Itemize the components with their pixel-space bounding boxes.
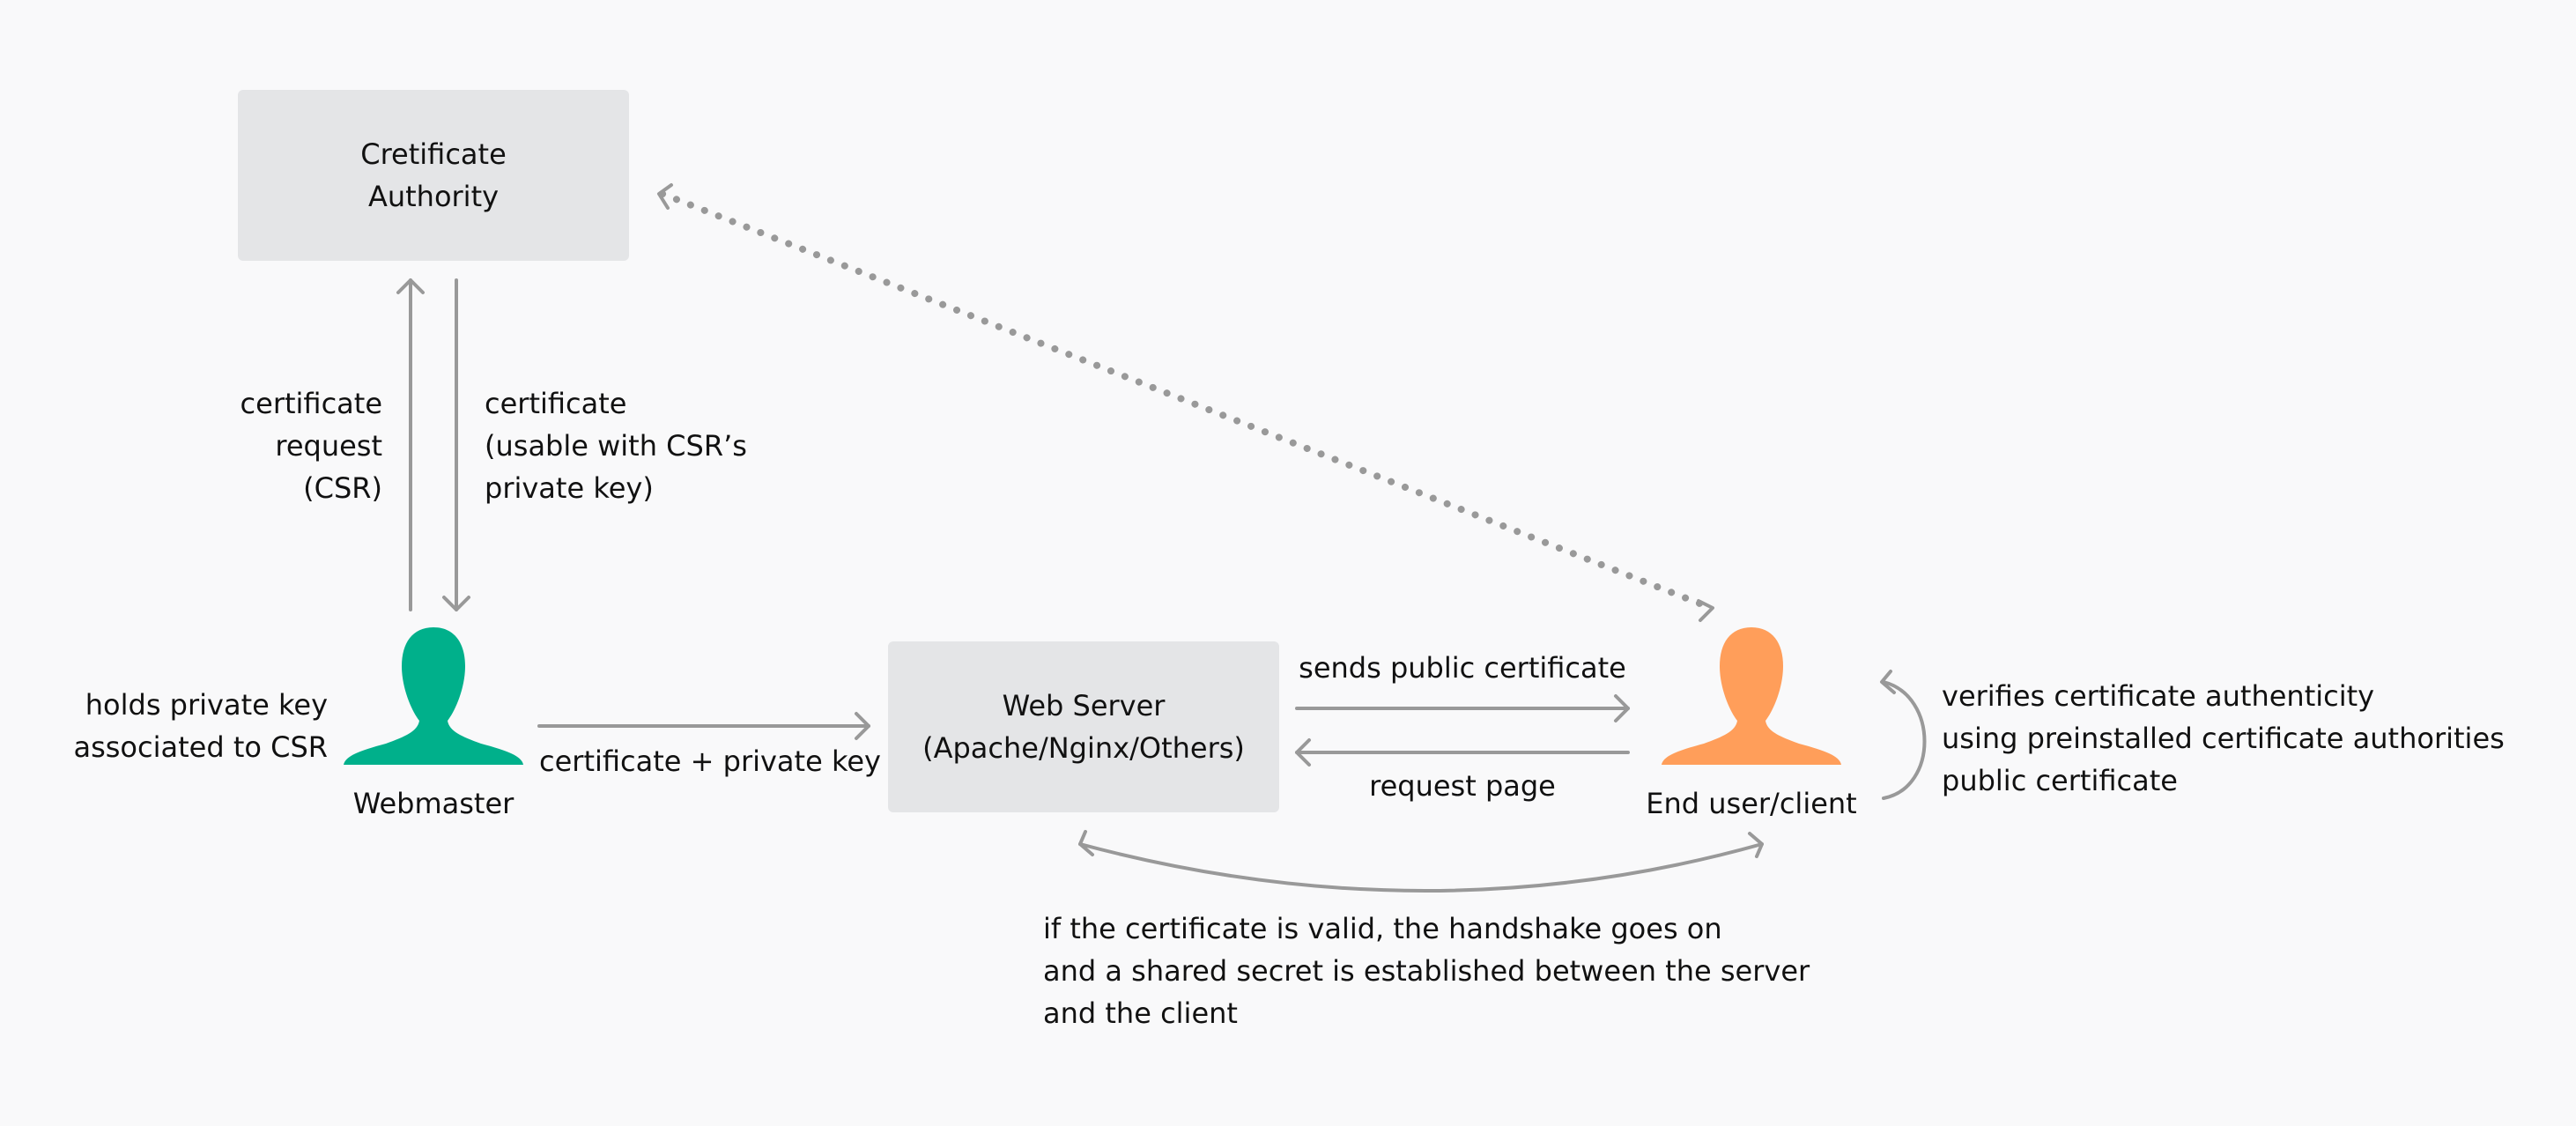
certificate-return-label: certificate (usable with CSR’s private k… bbox=[485, 382, 747, 509]
verifies-line-2: using preinstalled certificate authoriti… bbox=[1942, 722, 2505, 755]
web-server-line-1: Web Server bbox=[1002, 689, 1166, 722]
verifies-line-3: public certificate bbox=[1942, 764, 2178, 797]
end-user-label: End user/client bbox=[1646, 787, 1857, 820]
certificate-authority-line-1: Cretificate bbox=[360, 137, 507, 171]
request-page-arrow bbox=[1295, 738, 1630, 767]
trust-dotted-line bbox=[657, 183, 1714, 622]
verifies-line-1: verifies certificate authenticity bbox=[1942, 679, 2375, 713]
cert-plus-key-arrow bbox=[537, 712, 870, 740]
certificate-return-line-2: (usable with CSR’s bbox=[485, 429, 747, 463]
certificate-request-line-2: request bbox=[275, 429, 382, 463]
verification-loop-arrow bbox=[1880, 670, 1927, 800]
certificate-request-line-3: (CSR) bbox=[303, 471, 382, 505]
csr-arrow bbox=[396, 278, 425, 611]
certificate-arrow bbox=[442, 278, 470, 611]
handshake-label: if the certificate is valid, the handsha… bbox=[1043, 907, 1810, 1034]
handshake-line-1: if the certificate is valid, the handsha… bbox=[1043, 912, 1722, 945]
certificate-return-line-3: private key) bbox=[485, 471, 654, 505]
web-server-line-2: (Apache/Nginx/Others) bbox=[922, 731, 1245, 765]
request-page-label: request page bbox=[1369, 769, 1556, 803]
sends-public-cert-arrow bbox=[1295, 694, 1630, 722]
handshake-line-2: and a shared secret is established betwe… bbox=[1043, 954, 1810, 988]
sends-public-certificate-label: sends public certificate bbox=[1299, 651, 1626, 685]
webmaster-person-icon bbox=[344, 627, 523, 765]
holds-private-key-label: holds private key associated to CSR bbox=[35, 684, 328, 768]
webmaster-label: Webmaster bbox=[352, 787, 514, 820]
verifies-label: verifies certificate authenticity using … bbox=[1942, 675, 2505, 802]
cert-plus-key-label: certificate + private key bbox=[539, 744, 881, 778]
handshake-line-3: and the client bbox=[1043, 996, 1238, 1030]
certificate-authority-box: Cretificate Authority bbox=[238, 90, 629, 261]
end-user-person-icon bbox=[1662, 627, 1841, 765]
certificate-request-label: certificate request (CSR) bbox=[194, 382, 382, 509]
certificate-authority-line-2: Authority bbox=[367, 180, 500, 213]
holds-private-key-line-1: holds private key bbox=[85, 688, 328, 722]
certificate-request-line-1: certificate bbox=[240, 387, 382, 420]
holds-private-key-line-2: associated to CSR bbox=[73, 730, 328, 764]
handshake-arrow bbox=[1078, 830, 1764, 893]
certificate-return-line-1: certificate bbox=[485, 387, 627, 420]
web-server-box: Web Server (Apache/Nginx/Others) bbox=[888, 641, 1279, 812]
